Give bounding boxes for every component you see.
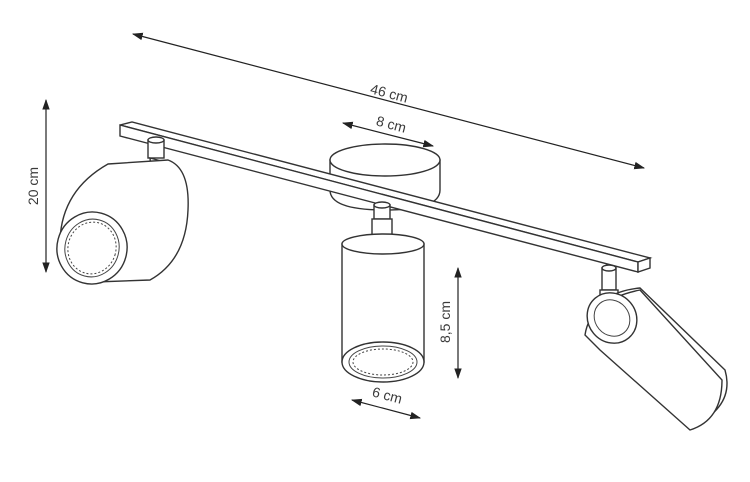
shade-height-label: 8,5 cm [437, 301, 453, 343]
right-spotlight [584, 264, 728, 431]
dimension-height: 20 cm [25, 98, 50, 274]
canopy-width-label: 8 cm [375, 113, 408, 136]
height-label: 20 cm [25, 167, 41, 205]
dimension-shade-diameter: 6 cm [350, 384, 422, 420]
shade-diameter-label: 6 cm [371, 384, 404, 407]
total-length-label: 46 cm [369, 81, 410, 106]
dimension-shade-height: 8,5 cm [437, 266, 462, 380]
dimension-canopy-width: 8 cm [341, 113, 435, 148]
left-spotlight [56, 136, 189, 285]
middle-spotlight [341, 201, 425, 383]
